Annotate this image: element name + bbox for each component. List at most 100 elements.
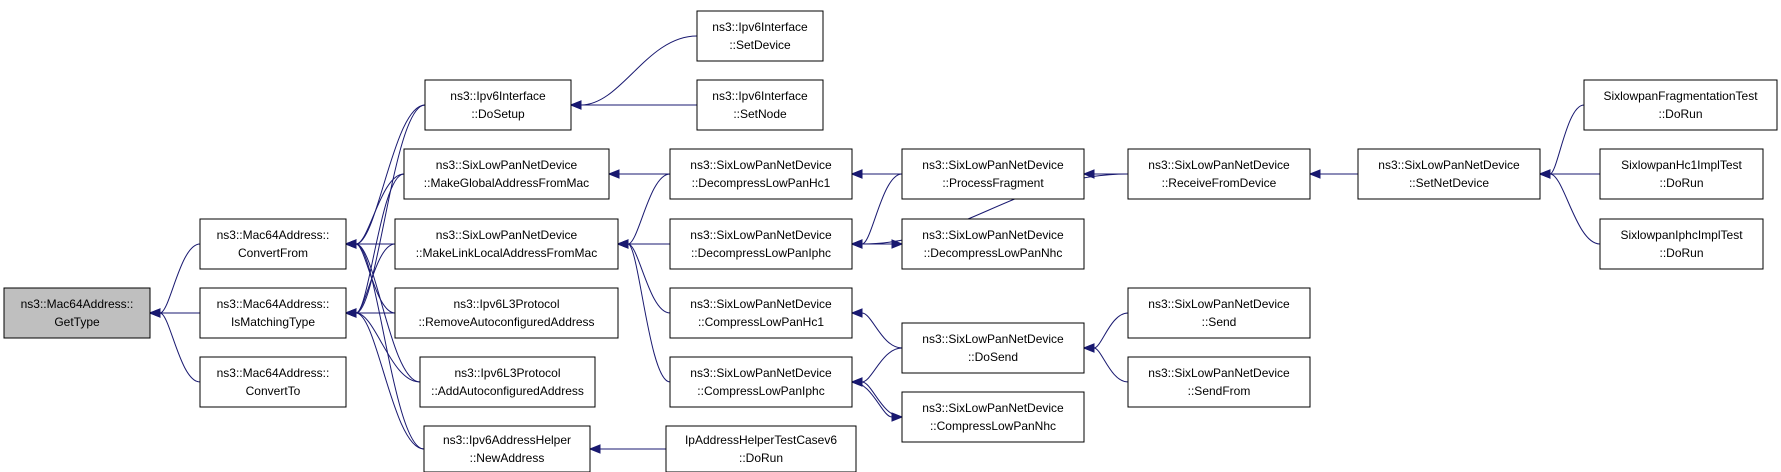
edge-makeglobal-to-convertfrom (355, 173, 405, 245)
node-decompressiphc[interactable]: ns3::SixLowPanNetDevice::DecompressLowPa… (669, 218, 853, 270)
node-label-line: ::MakeLinkLocalAddressFromMac (416, 246, 597, 260)
edge-dosend-to-compresshc1 (861, 312, 903, 349)
arrowhead (1308, 169, 1321, 179)
arrowhead (1538, 169, 1551, 179)
node-makeglobal[interactable]: ns3::SixLowPanNetDevice::MakeGlobalAddre… (403, 148, 610, 200)
node-processfragment[interactable]: ns3::SixLowPanNetDevice::ProcessFragment (901, 148, 1085, 200)
node-send[interactable]: ns3::SixLowPanNetDevice::Send (1127, 287, 1311, 339)
arrowhead (1082, 343, 1095, 353)
node-box (901, 322, 1085, 374)
node-box (669, 218, 853, 270)
node-compressiphc[interactable]: ns3::SixLowPanNetDevice::CompressLowPanI… (669, 356, 853, 408)
edge-decompresshc1-to-makelinklocal (627, 173, 671, 245)
node-label-line: ConvertFrom (238, 246, 308, 260)
node-box (1599, 218, 1764, 270)
node-box (696, 79, 824, 131)
node-label-line: ns3::SixLowPanNetDevice (436, 158, 578, 172)
node-box (669, 287, 853, 339)
node-label-line: ns3::SixLowPanNetDevice (436, 228, 578, 242)
edge-ipv6if_setdevice-to-ipv6if_dosetup (580, 35, 698, 106)
node-label-line: ns3::Ipv6Interface (712, 89, 808, 103)
node-ipaddrtest[interactable]: IpAddressHelperTestCasev6::DoRun (665, 425, 857, 472)
node-receivefromdevice[interactable]: ns3::SixLowPanNetDevice::ReceiveFromDevi… (1127, 148, 1311, 200)
node-ipv6if-dosetup[interactable]: ns3::Ipv6Interface::DoSetup (424, 79, 572, 131)
node-iphctest[interactable]: SixlowpanIphcImplTest::DoRun (1599, 218, 1764, 270)
node-label-line: ns3::SixLowPanNetDevice (690, 228, 832, 242)
node-label-line: ns3::SixLowPanNetDevice (1148, 366, 1290, 380)
node-box (1127, 287, 1311, 339)
arrowhead (344, 308, 357, 318)
node-label-line: ns3::SixLowPanNetDevice (1148, 158, 1290, 172)
node-label-line: ::DecompressLowPanNhc (924, 246, 1063, 260)
node-sendfrom[interactable]: ns3::SixLowPanNetDevice::SendFrom (1127, 356, 1311, 408)
node-box (669, 356, 853, 408)
node-label-line: ::Send (1202, 315, 1237, 329)
node-label-line: ns3::Ipv6L3Protocol (453, 297, 559, 311)
node-hc1test[interactable]: SixlowpanHc1ImplTest::DoRun (1599, 148, 1764, 200)
edge-compressnhc-to-compressiphc (861, 381, 903, 418)
node-decompressnhc[interactable]: ns3::SixLowPanNetDevice::DecompressLowPa… (901, 218, 1085, 270)
edge-newaddress-to-ismatchingtype (355, 312, 425, 450)
edge-iphctest-to-setnetdevice (1549, 173, 1601, 245)
node-label-line: ns3::Mac64Address:: (217, 297, 330, 311)
node-dosend[interactable]: ns3::SixLowPanNetDevice::DoSend (901, 322, 1085, 374)
node-fragtest[interactable]: SixlowpanFragmentationTest::DoRun (1583, 79, 1778, 131)
node-label-line: ns3::SixLowPanNetDevice (922, 158, 1064, 172)
node-label-line: ns3::SixLowPanNetDevice (1378, 158, 1520, 172)
node-compressnhc[interactable]: ns3::SixLowPanNetDevice::CompressLowPanN… (901, 391, 1085, 443)
node-box (1127, 356, 1311, 408)
edge-compresshc1-to-makelinklocal (627, 243, 671, 314)
node-box (1127, 148, 1311, 200)
node-ipv6if-setnode[interactable]: ns3::Ipv6Interface::SetNode (696, 79, 824, 131)
node-label-line: ::AddAutoconfiguredAddress (431, 384, 584, 398)
node-gettype[interactable]: ns3::Mac64Address::GetType (3, 287, 151, 339)
node-label-line: ns3::Ipv6Interface (712, 20, 808, 34)
node-decompresshc1[interactable]: ns3::SixLowPanNetDevice::DecompressLowPa… (669, 148, 853, 200)
node-label-line: ::ProcessFragment (942, 176, 1044, 190)
node-makelinklocal[interactable]: ns3::SixLowPanNetDevice::MakeLinkLocalAd… (394, 218, 619, 270)
node-box (1583, 79, 1778, 131)
arrowhead (891, 239, 904, 249)
node-ipv6if-setdevice[interactable]: ns3::Ipv6Interface::SetDevice (696, 10, 824, 62)
node-newaddress[interactable]: ns3::Ipv6AddressHelper::NewAddress (423, 425, 591, 472)
node-box (1357, 148, 1541, 200)
edge-removeautoconf-to-convertfrom (355, 243, 396, 314)
node-label-line: ns3::SixLowPanNetDevice (922, 228, 1064, 242)
edge-send-to-dosend (1093, 312, 1129, 349)
node-box (394, 287, 619, 339)
node-removeautoconf[interactable]: ns3::Ipv6L3Protocol::RemoveAutoconfigure… (394, 287, 619, 339)
node-box (901, 148, 1085, 200)
node-setnetdevice[interactable]: ns3::SixLowPanNetDevice::SetNetDevice (1357, 148, 1541, 200)
node-label-line: IsMatchingType (231, 315, 315, 329)
node-ismatchingtype[interactable]: ns3::Mac64Address::IsMatchingType (199, 287, 347, 339)
node-box (403, 148, 610, 200)
node-label-line: ns3::SixLowPanNetDevice (922, 401, 1064, 415)
node-label-line: ns3::SixLowPanNetDevice (690, 158, 832, 172)
arrowhead (1082, 169, 1095, 179)
node-label-line: ::DoRun (1659, 176, 1703, 190)
arrowhead (891, 412, 904, 422)
node-label-line: ns3::SixLowPanNetDevice (690, 297, 832, 311)
node-box (665, 425, 857, 472)
arrowhead (850, 169, 863, 179)
node-label-line: SixlowpanHc1ImplTest (1621, 158, 1742, 172)
node-compresshc1[interactable]: ns3::SixLowPanNetDevice::CompressLowPanH… (669, 287, 853, 339)
node-box (901, 218, 1085, 270)
arrowhead (569, 100, 582, 110)
arrowhead (607, 169, 620, 179)
node-convertto[interactable]: ns3::Mac64Address::ConvertTo (199, 356, 347, 408)
node-label-line: ::SetNetDevice (1409, 176, 1489, 190)
edges-layer (148, 35, 1601, 454)
node-label-line: ::DoRun (739, 451, 783, 465)
node-box (3, 287, 151, 339)
node-label-line: GetType (54, 315, 100, 329)
edge-makelinklocal-to-ismatchingtype (355, 243, 396, 314)
node-box (1599, 148, 1764, 200)
node-label-line: ns3::Mac64Address:: (21, 297, 134, 311)
node-box (423, 425, 591, 472)
node-addautoconf[interactable]: ns3::Ipv6L3Protocol::AddAutoconfiguredAd… (419, 356, 596, 408)
node-box (199, 287, 347, 339)
node-label-line: ::ReceiveFromDevice (1162, 176, 1277, 190)
node-convertfrom[interactable]: ns3::Mac64Address::ConvertFrom (199, 218, 347, 270)
